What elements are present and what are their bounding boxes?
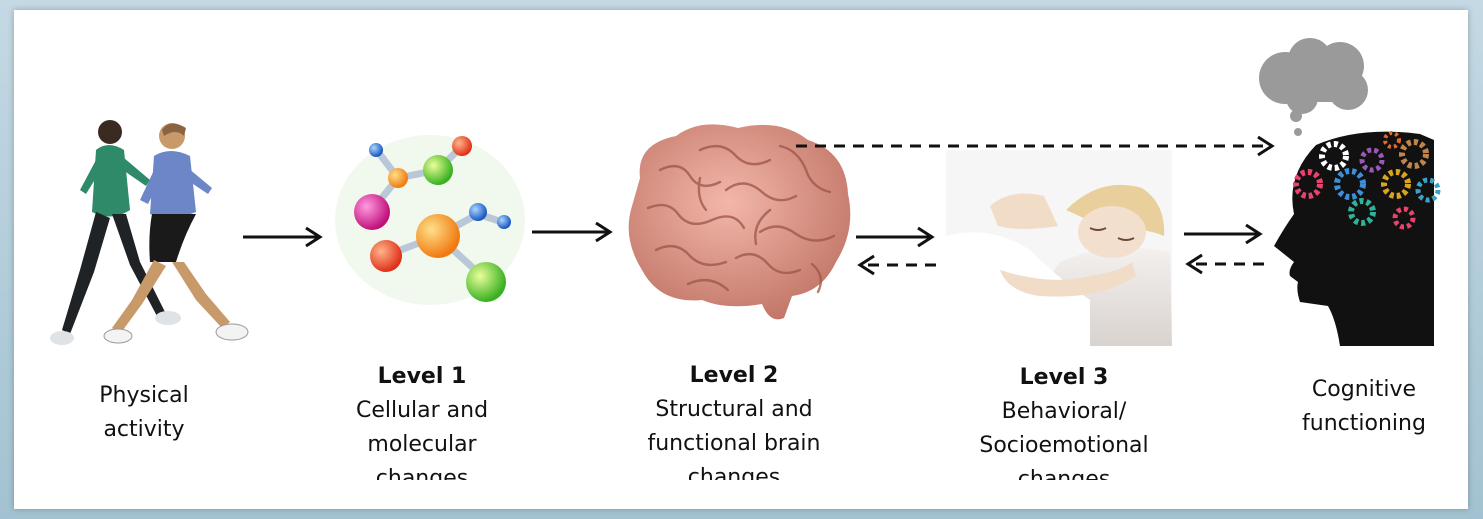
stage-label-line: activity <box>64 413 224 447</box>
stage-cognitive-functioning: Cognitive functioning <box>1274 373 1454 441</box>
stage-label-line: Cognitive <box>1274 373 1454 407</box>
stage-physical-activity: Physical activity <box>64 379 224 447</box>
level-title: Level 3 <box>954 361 1174 395</box>
stage-label-line: changes <box>332 462 512 480</box>
stage-label-line: Socioemotional <box>954 429 1174 463</box>
stage-label-line: changes <box>954 463 1174 480</box>
stage-label-line: functional brain <box>624 427 844 461</box>
stage-label-line: Physical <box>64 379 224 413</box>
stage-label-line: Behavioral/ <box>954 395 1174 429</box>
stage-level-2: Level 2 Structural and functional brain … <box>624 359 844 480</box>
stage-level-3: Level 3 Behavioral/ Socioemotional chang… <box>954 361 1174 480</box>
stage-label-line: molecular <box>332 428 512 462</box>
stage-label-line: functioning <box>1274 407 1454 441</box>
level-title: Level 1 <box>332 360 512 394</box>
stage-label-line: Cellular and <box>332 394 512 428</box>
label-area: Physical activity Level 1 Cellular and m… <box>14 10 1468 480</box>
stage-level-1: Level 1 Cellular and molecular changes <box>332 360 512 480</box>
stage-label-line: Structural and <box>624 393 844 427</box>
level-title: Level 2 <box>624 359 844 393</box>
stage-label-line: changes <box>624 461 844 480</box>
